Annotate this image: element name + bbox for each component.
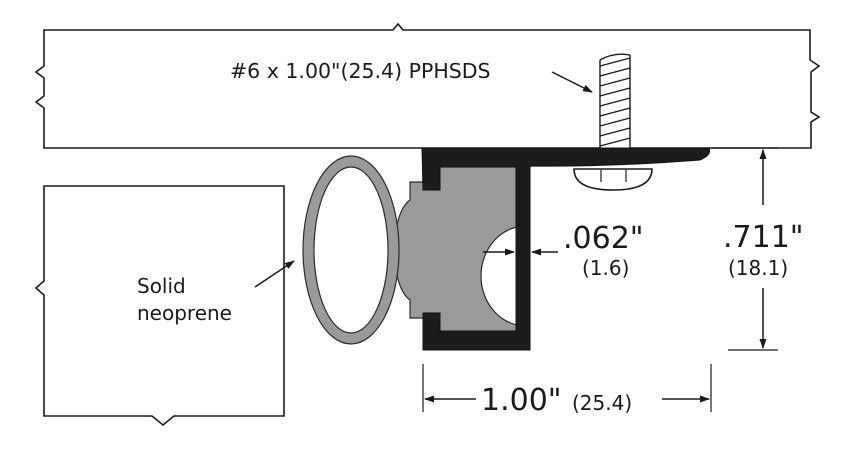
screw-shank — [599, 53, 631, 148]
door-panel — [34, 185, 285, 427]
thickness-imperial: .062" — [563, 221, 644, 256]
seal-insert-body — [393, 166, 527, 332]
frame-board — [34, 22, 821, 149]
height-metric: (18.1) — [728, 256, 788, 280]
screw-leader-arrow — [551, 71, 593, 93]
seal-leader-arrow — [254, 260, 295, 288]
retainer-profile — [421, 147, 711, 351]
height-imperial: .711" — [723, 220, 804, 255]
seal-label-line1: Solid — [137, 274, 186, 298]
width-metric: (25.4) — [572, 391, 632, 415]
seal-label-line2: neoprene — [137, 301, 232, 325]
screw-head — [573, 168, 653, 191]
thickness-metric: (1.6) — [582, 256, 629, 280]
width-imperial: 1.00" — [481, 383, 562, 418]
screw-callout-label: #6 x 1.00"(25.4) PPHSDS — [230, 59, 491, 83]
